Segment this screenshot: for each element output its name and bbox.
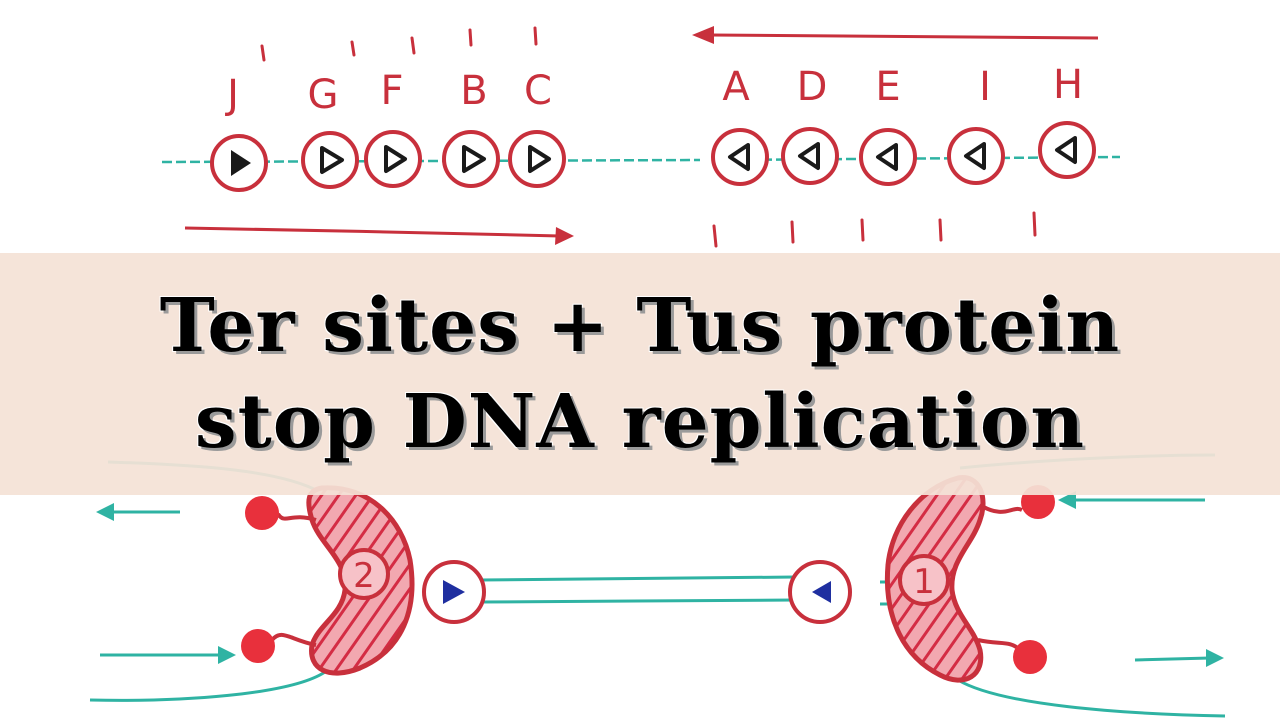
ter-site-label: H: [1053, 62, 1083, 108]
bottom-left-lower-arrow: [100, 646, 236, 664]
ter-site: [301, 131, 359, 189]
left-group-tick-marks: [260, 26, 538, 62]
tus-ter-right: [788, 560, 852, 624]
bottom-right-lower-arrow: [1134, 649, 1224, 667]
triangle-left-icon: [1055, 136, 1077, 164]
left-ter-letters: J G F B C: [224, 68, 552, 118]
bottom-left-upper-arrow: [96, 503, 180, 521]
ter-site: [859, 128, 917, 186]
ter-site-label: A: [722, 64, 750, 110]
replisome-number: 1: [913, 562, 935, 602]
bottom-right-upper-arrow: [1058, 491, 1205, 509]
triangle-right-icon: [231, 150, 251, 176]
triangle-left-icon: [876, 143, 898, 171]
ter-site-label: J: [224, 72, 239, 118]
ter-site-label: F: [380, 68, 403, 114]
triangle-left-icon: [728, 143, 750, 171]
ter-site: [1038, 121, 1096, 179]
ter-site: [781, 127, 839, 185]
top-left-direction-arrow: [184, 226, 574, 245]
right-ter-letters: A D E I H: [722, 62, 1083, 110]
helicase-bead: [1013, 640, 1047, 674]
helicase-bead: [245, 496, 279, 530]
triangle-right-icon: [443, 580, 465, 604]
right-group-tick-marks: [712, 211, 1037, 248]
triangle-right-icon: [462, 145, 486, 173]
ter-site: [210, 134, 268, 192]
ter-site: [947, 127, 1005, 185]
replisome-number: 2: [353, 556, 375, 596]
helicase-bead: [241, 629, 275, 663]
ter-site-label: D: [797, 64, 828, 110]
right-ter-sites: [711, 121, 1096, 186]
ter-site-label: G: [308, 72, 339, 118]
replisome-number-circle: [338, 548, 390, 600]
ter-site: [711, 128, 769, 186]
tus-ter-left: [422, 560, 486, 624]
top-right-direction-arrow: [692, 26, 1099, 44]
triangle-right-icon: [528, 145, 551, 173]
triangle-right-icon: [384, 145, 407, 173]
left-ter-sites: [210, 130, 566, 192]
triangle-left-icon: [964, 142, 986, 170]
ter-site-label: B: [460, 68, 487, 114]
title-banner: Ter sites + Tus protein stop DNA replica…: [0, 253, 1280, 495]
ter-site-label: I: [979, 64, 991, 110]
ter-site: [508, 130, 566, 188]
triangle-right-icon: [320, 146, 344, 174]
title-line-1: Ter sites + Tus protein: [159, 283, 1121, 369]
triangle-left-icon: [798, 142, 820, 170]
ter-site: [442, 130, 500, 188]
title-line-2: stop DNA replication: [194, 379, 1086, 465]
ter-site: [364, 130, 422, 188]
ter-site-label: E: [875, 64, 900, 110]
replisome-left: 2: [241, 485, 415, 676]
triangle-left-icon: [812, 581, 831, 603]
ter-site-label: C: [524, 68, 552, 114]
replisome-right: 1: [884, 475, 1055, 683]
replisome-number-circle: [898, 554, 950, 606]
